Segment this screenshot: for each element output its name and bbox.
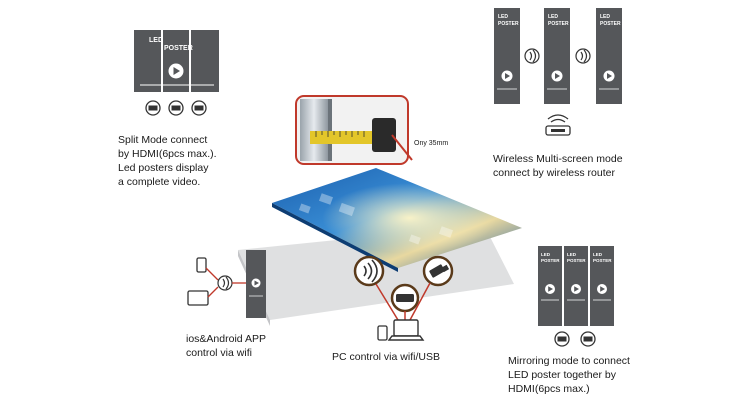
svg-text:LED: LED <box>498 14 508 20</box>
thickness-inset <box>296 96 412 164</box>
app-control-caption: ios&Android APP control via wifi <box>186 332 316 360</box>
usb-connection-icon <box>424 257 452 285</box>
hdmi-connection-icon <box>392 285 418 311</box>
svg-text:LED: LED <box>593 252 603 257</box>
svg-text:POSTER: POSTER <box>567 258 586 263</box>
central-led-screen <box>238 168 522 326</box>
wireless-poster-3: LED POSTER <box>596 8 622 104</box>
svg-text:POSTER: POSTER <box>600 21 621 27</box>
split-hdmi-icons <box>146 101 206 115</box>
phone-icon-pc <box>378 326 387 340</box>
wireless-mode-caption: Wireless Multi-screen mode connect by wi… <box>493 152 693 180</box>
svg-text:LED: LED <box>548 14 558 20</box>
split-mode-poster-group: LED POSTER <box>134 30 219 115</box>
svg-text:POSTER: POSTER <box>548 21 569 27</box>
svg-text:LED: LED <box>567 252 577 257</box>
app-control-group <box>188 250 266 318</box>
svg-text:POSTER: POSTER <box>593 258 612 263</box>
wifi-signal-icon-2 <box>576 49 590 63</box>
wifi-signal-icon-1 <box>525 49 539 63</box>
wifi-connection-icon <box>355 257 383 285</box>
laptop-icon <box>389 320 423 340</box>
pc-control-caption: PC control via wifi/USB <box>332 350 492 364</box>
split-poster-label-1: LED <box>149 37 163 44</box>
svg-text:POSTER: POSTER <box>498 21 519 27</box>
wireless-router-icon <box>546 115 570 135</box>
split-mode-caption: Split Mode connect by HDMI(6pcs max.). L… <box>118 133 268 189</box>
tablet-icon <box>188 291 208 305</box>
mirror-hdmi-icons <box>555 332 595 346</box>
mirror-poster-1: LED POSTER <box>538 246 562 326</box>
svg-text:LED: LED <box>600 14 610 20</box>
wireless-mode-group: LED POSTER LED POSTER LED POSTER <box>494 8 622 135</box>
svg-text:LED: LED <box>541 252 551 257</box>
mirroring-mode-caption: Mirroring mode to connect LED poster tog… <box>508 354 708 396</box>
wireless-poster-1: LED POSTER <box>494 8 520 104</box>
smartphone-icon <box>197 258 206 272</box>
app-wifi-icon <box>218 276 232 290</box>
svg-text:POSTER: POSTER <box>541 258 560 263</box>
thickness-label: Ony 35mm <box>414 139 448 148</box>
wireless-poster-2: LED POSTER <box>544 8 570 104</box>
split-poster-panels <box>134 30 219 92</box>
mirroring-mode-group: LED POSTER LED POSTER LED POSTER <box>538 246 614 346</box>
app-led-poster <box>246 250 266 318</box>
mirror-poster-3: LED POSTER <box>590 246 614 326</box>
split-poster-label-2: POSTER <box>164 45 193 52</box>
mirror-poster-2: LED POSTER <box>564 246 588 326</box>
